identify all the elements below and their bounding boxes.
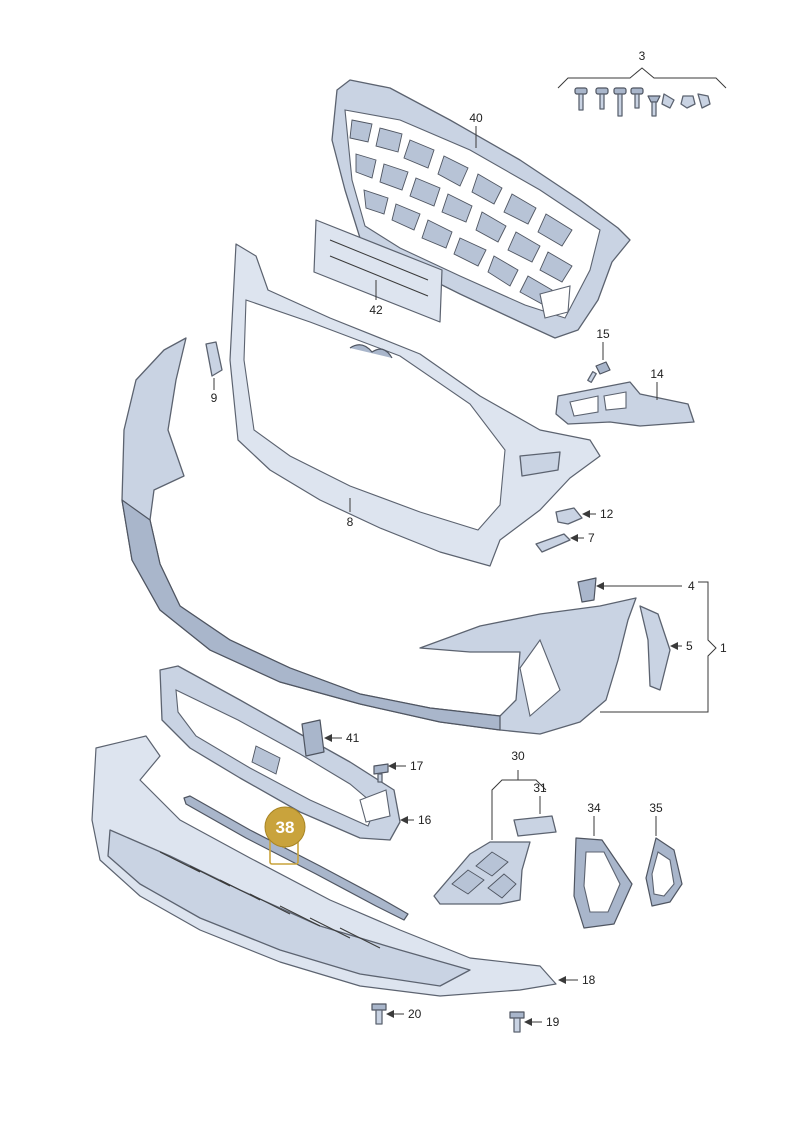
part-5-side-trim[interactable]: 5: [639, 605, 693, 691]
callout-17[interactable]: 17: [410, 759, 424, 773]
callout-20[interactable]: 20: [408, 1007, 422, 1021]
callout-41[interactable]: 41: [346, 731, 360, 745]
part-14-air-duct[interactable]: 14: [555, 367, 695, 427]
part-41-sensor-bracket[interactable]: 41: [301, 719, 360, 757]
part-16-lower-grille[interactable]: 16: [159, 665, 432, 841]
part-9-side-bracket[interactable]: 9: [205, 341, 223, 405]
part-30-fog-lamp-grille[interactable]: 30: [433, 749, 547, 905]
callout-16[interactable]: 16: [418, 813, 432, 827]
part-8-bumper-frame[interactable]: 8: [229, 243, 601, 567]
callout-12[interactable]: 12: [600, 507, 614, 521]
part-20-screw[interactable]: 20: [371, 1003, 422, 1025]
grille-mesh: [349, 119, 573, 305]
screw-icon: [613, 87, 627, 117]
callout-35[interactable]: 35: [649, 801, 663, 815]
part-19-screw[interactable]: 19: [509, 1011, 560, 1033]
highlight-badge-38[interactable]: 38: [264, 806, 306, 865]
part-18-lower-spoiler[interactable]: 18: [91, 735, 596, 997]
callout-14[interactable]: 14: [650, 367, 664, 381]
clip-icon: [661, 93, 675, 109]
clip-icon: [680, 95, 696, 109]
callout-1[interactable]: 1: [720, 641, 727, 655]
part-7-cover-cap[interactable]: 7: [535, 531, 595, 553]
part-4-retainer[interactable]: 4: [577, 577, 695, 603]
callout-8[interactable]: 8: [347, 515, 354, 529]
part-35-trim-frame[interactable]: 35: [645, 801, 683, 907]
screw-icon: [595, 87, 609, 110]
screw-icon: [574, 87, 588, 111]
callout-30[interactable]: 30: [511, 749, 525, 763]
badge-label: 38: [276, 818, 295, 837]
part-42-licence-plate-bracket[interactable]: 42: [313, 219, 443, 323]
part-40-radiator-grille[interactable]: 40: [331, 79, 631, 339]
callout-3[interactable]: 3: [639, 49, 646, 63]
clip-icon: [647, 95, 661, 117]
part-15-screw[interactable]: 15: [587, 327, 611, 383]
callout-40[interactable]: 40: [469, 111, 483, 125]
part-12-clip[interactable]: 12: [555, 507, 614, 525]
clip-icon: [697, 93, 711, 109]
part-17-screw[interactable]: 17: [373, 759, 424, 783]
screw-icon: [630, 87, 644, 109]
callout-15[interactable]: 15: [596, 327, 610, 341]
callout-19[interactable]: 19: [546, 1015, 560, 1029]
callout-7[interactable]: 7: [588, 531, 595, 545]
callout-18[interactable]: 18: [582, 973, 596, 987]
part-31-mounting-clip[interactable]: 31: [513, 781, 557, 837]
part-1-bumper-cover[interactable]: 1: [121, 337, 727, 735]
callout-5[interactable]: 5: [686, 639, 693, 653]
callout-42[interactable]: 42: [369, 303, 383, 317]
part-38-trim-strip[interactable]: [183, 795, 409, 921]
callout-9[interactable]: 9: [211, 391, 218, 405]
callout-34[interactable]: 34: [587, 801, 601, 815]
part-3-fastener-set[interactable]: 3: [557, 49, 727, 117]
callout-31[interactable]: 31: [533, 781, 547, 795]
callout-4[interactable]: 4: [688, 579, 695, 593]
part-34-trim-frame[interactable]: 34: [573, 801, 633, 929]
